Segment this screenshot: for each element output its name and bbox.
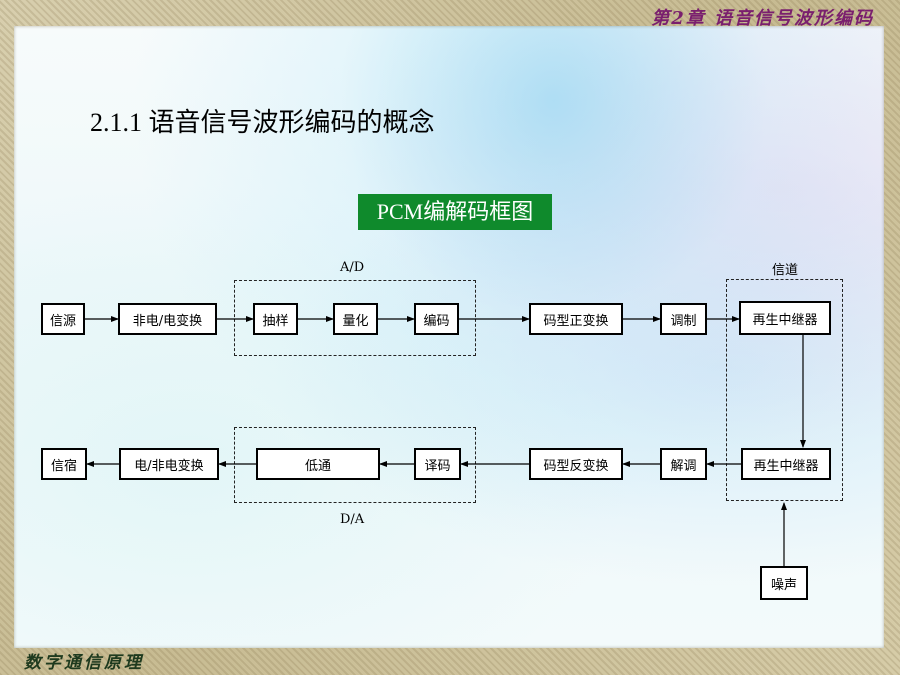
block-noise: 噪声 — [760, 566, 808, 600]
block-quantization: 量化 — [333, 303, 378, 335]
block-sink: 信宿 — [41, 448, 87, 480]
channel-group-label: 信道 — [772, 263, 799, 278]
block-line-code-inverse: 码型反变换 — [529, 448, 623, 480]
block-regenerative-repeater-top: 再生中继器 — [739, 301, 831, 335]
block-demodulation: 解调 — [660, 448, 707, 480]
slide-content-area — [14, 26, 884, 648]
block-lowpass: 低通 — [256, 448, 380, 480]
block-modulation: 调制 — [660, 303, 707, 335]
course-title: 数字通信原理 — [24, 653, 144, 673]
block-electric-to-nonelectric: 电/非电变换 — [119, 448, 219, 480]
block-sampling: 抽样 — [253, 303, 298, 335]
ad-group — [234, 280, 476, 356]
da-group-label: D/A — [340, 512, 365, 527]
block-decoding: 译码 — [414, 448, 461, 480]
block-line-code-forward: 码型正变换 — [529, 303, 623, 335]
channel-group — [726, 279, 843, 501]
block-nonelectric-to-electric: 非电/电变换 — [118, 303, 217, 335]
diagram-title: PCM编解码框图 — [358, 194, 552, 230]
section-title: 2.1.1 语音信号波形编码的概念 — [90, 108, 435, 137]
da-group — [234, 427, 476, 503]
block-encoding: 编码 — [414, 303, 459, 335]
chapter-title: 第2章 语音信号波形编码 — [651, 8, 874, 29]
block-regenerative-repeater-bottom: 再生中继器 — [741, 448, 831, 480]
block-source: 信源 — [41, 303, 85, 335]
ad-group-label: A/D — [340, 260, 365, 275]
